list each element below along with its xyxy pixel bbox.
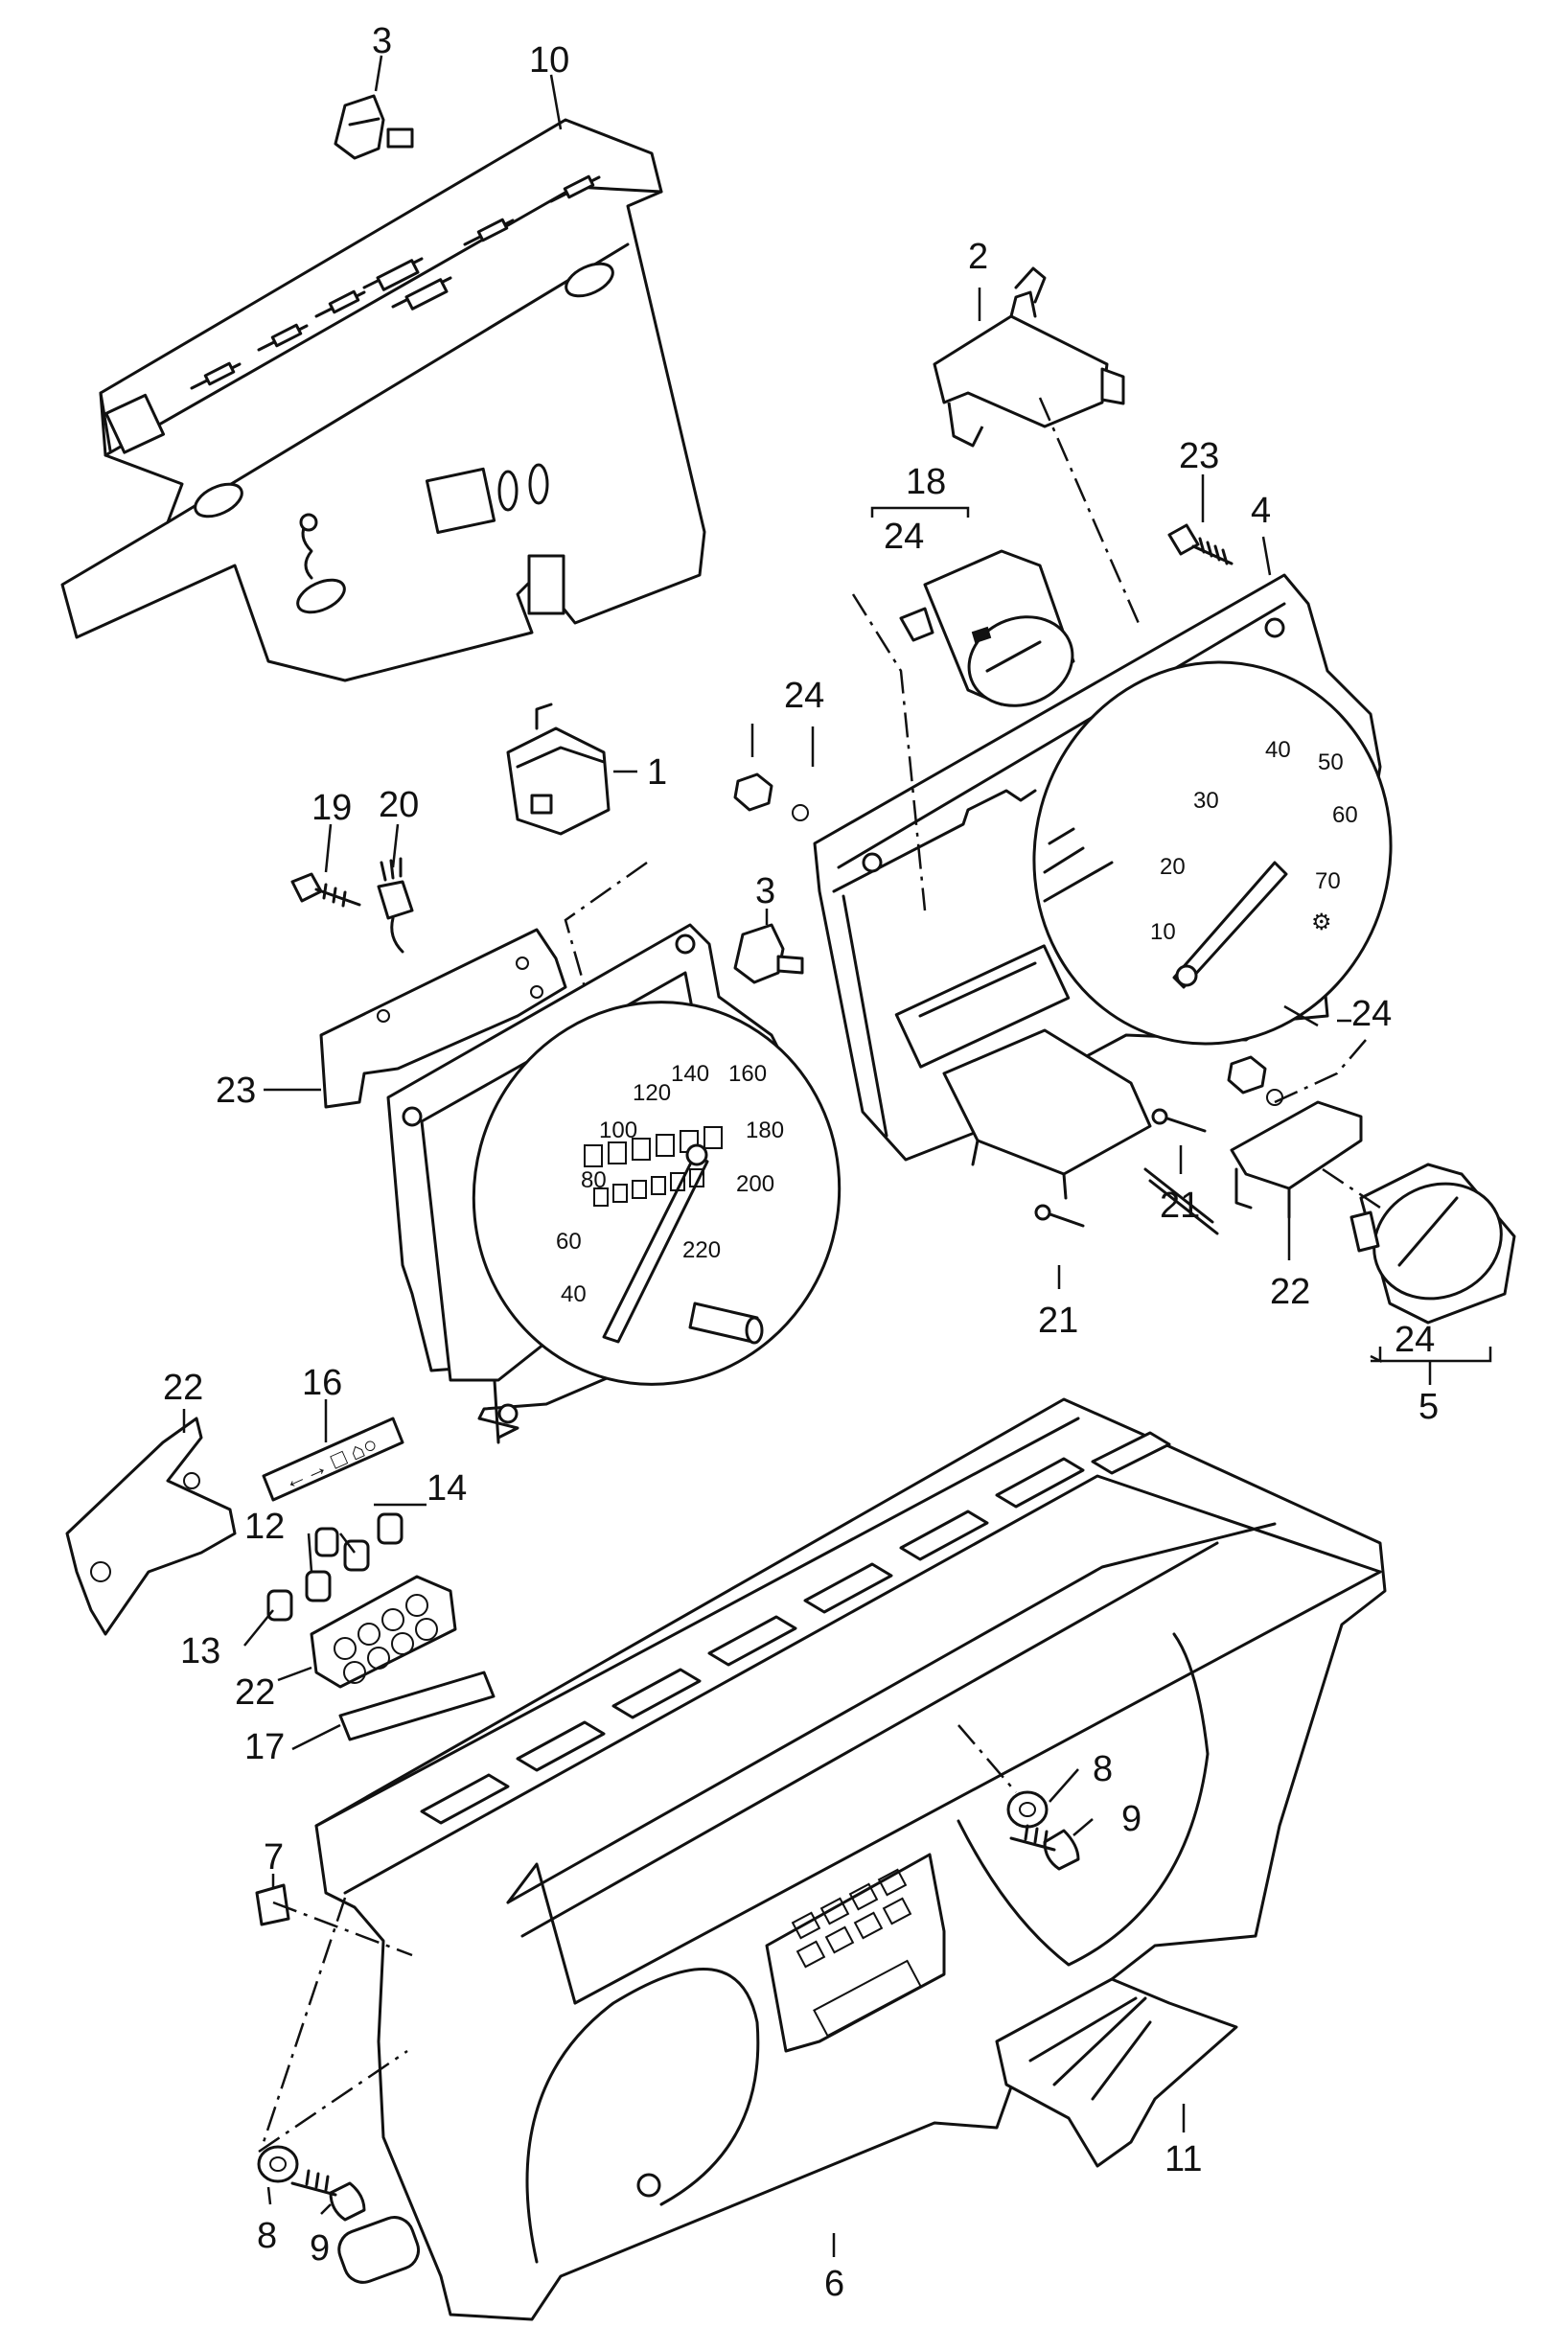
- speedo-tick-200: 200: [736, 1171, 774, 1197]
- callout-8-right: 8: [1093, 1749, 1113, 1789]
- speedo-tick-40: 40: [561, 1281, 587, 1307]
- callout-24-gauge18: 24: [884, 517, 924, 557]
- callout-8-left: 8: [257, 2216, 277, 2256]
- callout-7: 7: [264, 1837, 284, 1878]
- callout-24-middle: 24: [784, 676, 824, 716]
- part-17-film: [338, 1671, 496, 1741]
- callout-24-right: 24: [1351, 994, 1392, 1034]
- callout-6: 6: [824, 2264, 844, 2304]
- tacho-tick-10: 10: [1150, 919, 1176, 945]
- part-19-screw: [290, 872, 361, 908]
- callout-3-top: 3: [372, 21, 392, 61]
- part-22-holder-plate: [310, 1575, 457, 1689]
- callout-3-middle: 3: [755, 871, 775, 911]
- svg-text:⚙: ⚙: [1311, 910, 1332, 935]
- part-11-cover: [995, 1977, 1238, 2168]
- part-18-gauge: [899, 549, 1075, 707]
- part-16-warning-panel: ←→ □ ⌂○: [262, 1417, 404, 1502]
- part-7-clip: [255, 1883, 290, 1926]
- speedometer-dial-numbers: 40 60 80 100 120 140 160 180 200 220: [556, 1061, 784, 1307]
- part-21-pin-a: [1151, 1108, 1207, 1133]
- part-6-cluster-housing: [314, 1397, 1387, 2321]
- part-21-pin-b: [1034, 1204, 1085, 1228]
- callout-19: 19: [311, 788, 352, 828]
- speedo-tick-80: 80: [581, 1167, 607, 1193]
- speedometer: [386, 923, 842, 1444]
- speedo-tick-160: 160: [728, 1061, 767, 1087]
- part-9-screw-left: [290, 2169, 421, 2284]
- part-8-washer-left: [257, 2145, 299, 2183]
- part-3-bulb-holder-top: [334, 94, 414, 160]
- callout-14: 14: [427, 1468, 467, 1509]
- callout-23-bracket: 23: [216, 1071, 256, 1111]
- part-1-connector: [506, 703, 611, 836]
- callout-22-holder: 22: [235, 1672, 275, 1713]
- parts-12-13-14-bulbs: [266, 1512, 404, 1622]
- callout-23-top: 23: [1179, 436, 1219, 476]
- callout-20: 20: [379, 785, 419, 825]
- leader-lines: [182, 55, 1492, 2257]
- alignment-lines: [258, 397, 1381, 2154]
- callout-11: 11: [1164, 2139, 1202, 2179]
- tacho-tick-70: 70: [1315, 868, 1341, 894]
- speedo-tick-180: 180: [746, 1118, 784, 1143]
- part-10-circuit-board: [60, 118, 706, 682]
- callout-9-right: 9: [1121, 1799, 1141, 1839]
- speedo-tick-120: 120: [633, 1080, 671, 1106]
- part-8-washer-right: [1006, 1790, 1049, 1829]
- callout-4: 4: [1251, 491, 1271, 531]
- callout-16: 16: [302, 1363, 342, 1403]
- tacho-tick-40: 40: [1265, 737, 1291, 763]
- callout-12: 12: [244, 1507, 285, 1547]
- part-20-plug: [377, 857, 414, 954]
- part-22-bracket-right: [1230, 1100, 1363, 1219]
- speedo-tick-140: 140: [671, 1061, 709, 1087]
- part-3-bulb-holder-middle: [733, 923, 804, 984]
- callout-21-lower: 21: [1038, 1301, 1078, 1341]
- part-24-nut-washer-right: [1227, 1055, 1283, 1106]
- callout-18: 18: [906, 462, 946, 502]
- tacho-tick-30: 30: [1193, 788, 1219, 814]
- part-22-bracket-left: [65, 1417, 237, 1636]
- callout-labels: 3 10 2 18 24 23 4 24 1 19 20 3 23 24 21 …: [163, 21, 1439, 2304]
- tachometer-dial-numbers: 10 20 30 40 50 60 70: [1150, 737, 1358, 945]
- callout-13: 13: [180, 1631, 220, 1671]
- speedo-tick-100: 100: [599, 1118, 637, 1143]
- callout-1: 1: [647, 752, 667, 793]
- callout-17: 17: [244, 1727, 285, 1767]
- part-2-voltage-stabiliser: [933, 266, 1125, 448]
- tacho-tick-50: 50: [1318, 749, 1344, 775]
- callout-9-left: 9: [310, 2228, 330, 2269]
- speedo-tick-60: 60: [556, 1229, 582, 1255]
- callout-21-upper: 21: [1160, 1186, 1200, 1226]
- callout-10: 10: [529, 40, 569, 81]
- callout-24-gauge5: 24: [1395, 1320, 1435, 1360]
- part-24-nut-washer-middle: [733, 772, 809, 821]
- tacho-tick-20: 20: [1160, 854, 1186, 880]
- speedo-tick-220: 220: [682, 1237, 721, 1263]
- part-5-gauge: [1349, 1163, 1516, 1325]
- part-23-screw-top: [1167, 523, 1234, 565]
- callout-5: 5: [1418, 1387, 1439, 1427]
- callout-22-left: 22: [163, 1368, 203, 1408]
- part-23-bracket: [319, 928, 567, 1109]
- part-4-tachometer-housing: ⚙: [813, 573, 1393, 1235]
- tacho-tick-60: 60: [1332, 802, 1358, 828]
- callout-22-right: 22: [1270, 1272, 1310, 1312]
- callout-2: 2: [968, 237, 988, 277]
- part-9-screw-right: [1009, 1824, 1080, 1871]
